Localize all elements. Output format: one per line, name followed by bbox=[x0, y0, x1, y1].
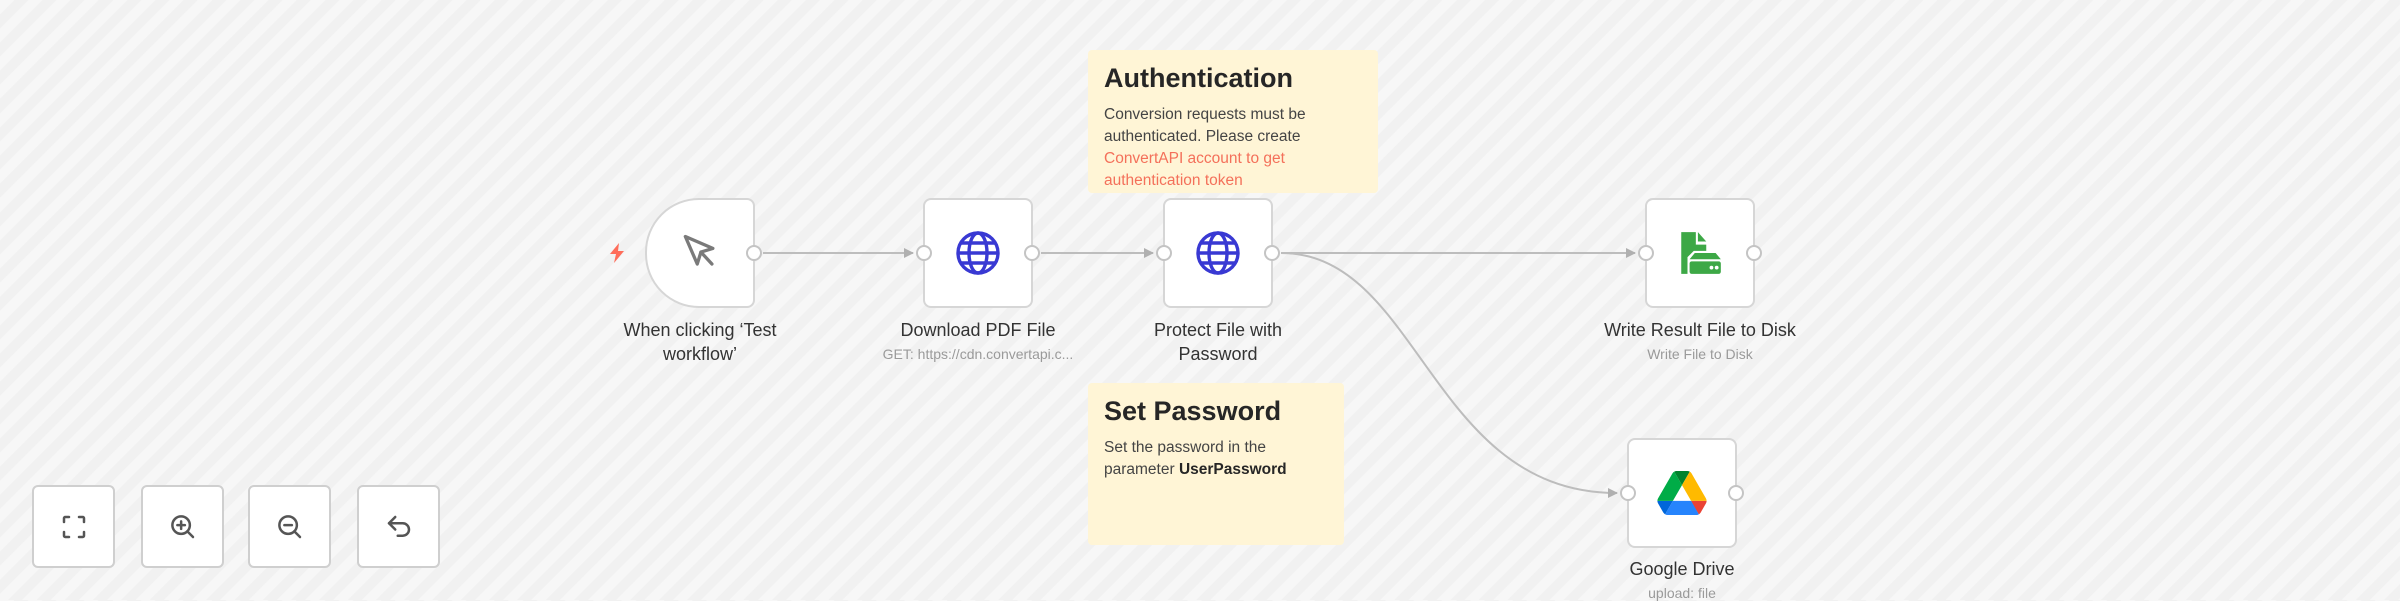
sticky-heading: Set Password bbox=[1104, 396, 1282, 426]
node-label: When clicking ‘Test workflow’ bbox=[580, 318, 820, 366]
node-protect-file-with-password[interactable] bbox=[1156, 198, 1280, 308]
sticky-text: Conversion requests must be authenticate… bbox=[1104, 104, 1362, 192]
node-label: Protect File with Password bbox=[1098, 318, 1338, 366]
sticky-heading: Authentication bbox=[1104, 63, 1293, 93]
output-port[interactable] bbox=[746, 245, 762, 261]
link-text-line[interactable]: authentication token bbox=[1104, 172, 1243, 189]
lightning-icon bbox=[610, 243, 624, 263]
globe-icon bbox=[956, 231, 1000, 275]
node-label: Google Drive bbox=[1629, 559, 1735, 579]
node-label: Write Result File to Disk bbox=[1604, 320, 1796, 340]
fullscreen-icon bbox=[62, 515, 85, 538]
node-label: Download PDF File bbox=[900, 320, 1056, 340]
globe-icon bbox=[1196, 231, 1240, 275]
node-manual-trigger[interactable] bbox=[645, 198, 762, 308]
node-write-result-file-to-disk[interactable] bbox=[1638, 198, 1762, 308]
reset-zoom-button[interactable] bbox=[357, 485, 440, 568]
parameter-name: UserPassword bbox=[1178, 461, 1287, 478]
input-port[interactable] bbox=[916, 245, 932, 261]
fit-view-button[interactable] bbox=[32, 485, 115, 568]
node-subtitle: upload: file bbox=[1648, 585, 1716, 601]
node-title-line: Protect File with bbox=[1153, 320, 1283, 340]
zoom-in-icon bbox=[170, 514, 194, 538]
zoom-out-button[interactable] bbox=[248, 485, 331, 568]
input-port[interactable] bbox=[1156, 245, 1172, 261]
zoom-out-icon bbox=[277, 514, 301, 538]
sticky-note-set-password[interactable]: Set Password Set the password in the par… bbox=[1088, 383, 1344, 545]
output-port[interactable] bbox=[1746, 245, 1762, 261]
sticky-text-line: Set the password in the bbox=[1104, 439, 1266, 456]
convertapi-account-link[interactable]: ConvertAPI account to get authentication… bbox=[1104, 150, 1285, 189]
zoom-in-button[interactable] bbox=[141, 485, 224, 568]
sticky-text-line: Conversion requests must be bbox=[1104, 106, 1306, 123]
input-port[interactable] bbox=[1620, 485, 1636, 501]
node-title-line: workflow’ bbox=[662, 344, 737, 364]
sticky-text-line: authenticated. Please create bbox=[1104, 128, 1301, 145]
cursor-icon bbox=[683, 234, 715, 266]
google-drive-icon bbox=[1657, 471, 1707, 515]
output-port[interactable] bbox=[1728, 485, 1744, 501]
node-title-line: When clicking ‘Test bbox=[623, 320, 777, 340]
node-subtitle: GET: https://cdn.convertapi.c... bbox=[882, 346, 1074, 362]
node-google-drive[interactable] bbox=[1620, 438, 1744, 548]
output-port[interactable] bbox=[1024, 245, 1040, 261]
node-download-pdf-file[interactable] bbox=[916, 198, 1040, 308]
node-title-line: Password bbox=[1178, 344, 1258, 364]
sticky-note-authentication[interactable]: Authentication Conversion requests must … bbox=[1088, 50, 1378, 193]
node-subtitle: Write File to Disk bbox=[1647, 346, 1753, 362]
output-port[interactable] bbox=[1264, 245, 1280, 261]
undo-icon bbox=[387, 515, 410, 537]
link-text-line[interactable]: ConvertAPI account to get bbox=[1104, 150, 1285, 167]
sticky-text: Set the password in the parameter UserPa… bbox=[1104, 437, 1328, 481]
file-disk-icon bbox=[1681, 232, 1721, 274]
input-port[interactable] bbox=[1638, 245, 1654, 261]
sticky-text-line: parameter bbox=[1104, 461, 1179, 478]
